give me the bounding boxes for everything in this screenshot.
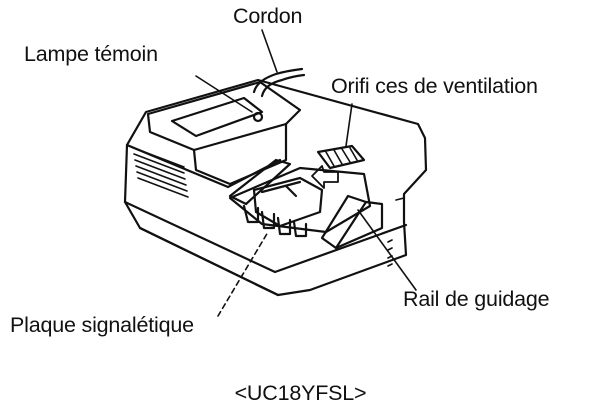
label-plaque-signaletique: Plaque signalétique: [10, 313, 194, 337]
power-cord-outline: [252, 67, 304, 94]
label-lampe-temoin: Lampe témoin: [24, 42, 158, 66]
vent-slots-right: [316, 144, 366, 170]
charger-base: [123, 200, 408, 274]
leader-orifices: [345, 103, 353, 147]
battery-slot: [228, 166, 372, 234]
side-notch: [395, 197, 405, 213]
side-slots-right: [387, 239, 393, 267]
model-caption: <UC18YFSL>: [234, 381, 367, 405]
terminal-contacts: [242, 204, 308, 238]
power-cord: [260, 73, 306, 98]
terminal-block: [252, 176, 324, 228]
guide-rail-left: [228, 158, 292, 206]
insert-arrow: [311, 165, 339, 189]
label-cordon: Cordon: [233, 4, 303, 28]
terminal-top: [260, 180, 302, 198]
charger-base-bottom: [138, 226, 280, 297]
label-orifices-ventilation: Orifi ces de ventilation: [331, 74, 538, 98]
label-rail-guidage: Rail de guidage: [403, 287, 550, 311]
indicator-lamp: [252, 111, 264, 123]
leader-rail: [357, 209, 417, 291]
vent-slots-lines: [325, 147, 358, 167]
leader-cordon: [261, 29, 278, 73]
leader-lampe: [195, 75, 253, 113]
vent-grille-left: [133, 147, 189, 198]
guide-rail-right-base: [334, 200, 384, 250]
rear-block-face: [192, 122, 288, 186]
rear-block: [146, 80, 302, 152]
leader-plaque: [217, 231, 269, 317]
rear-block-window: [170, 96, 264, 138]
